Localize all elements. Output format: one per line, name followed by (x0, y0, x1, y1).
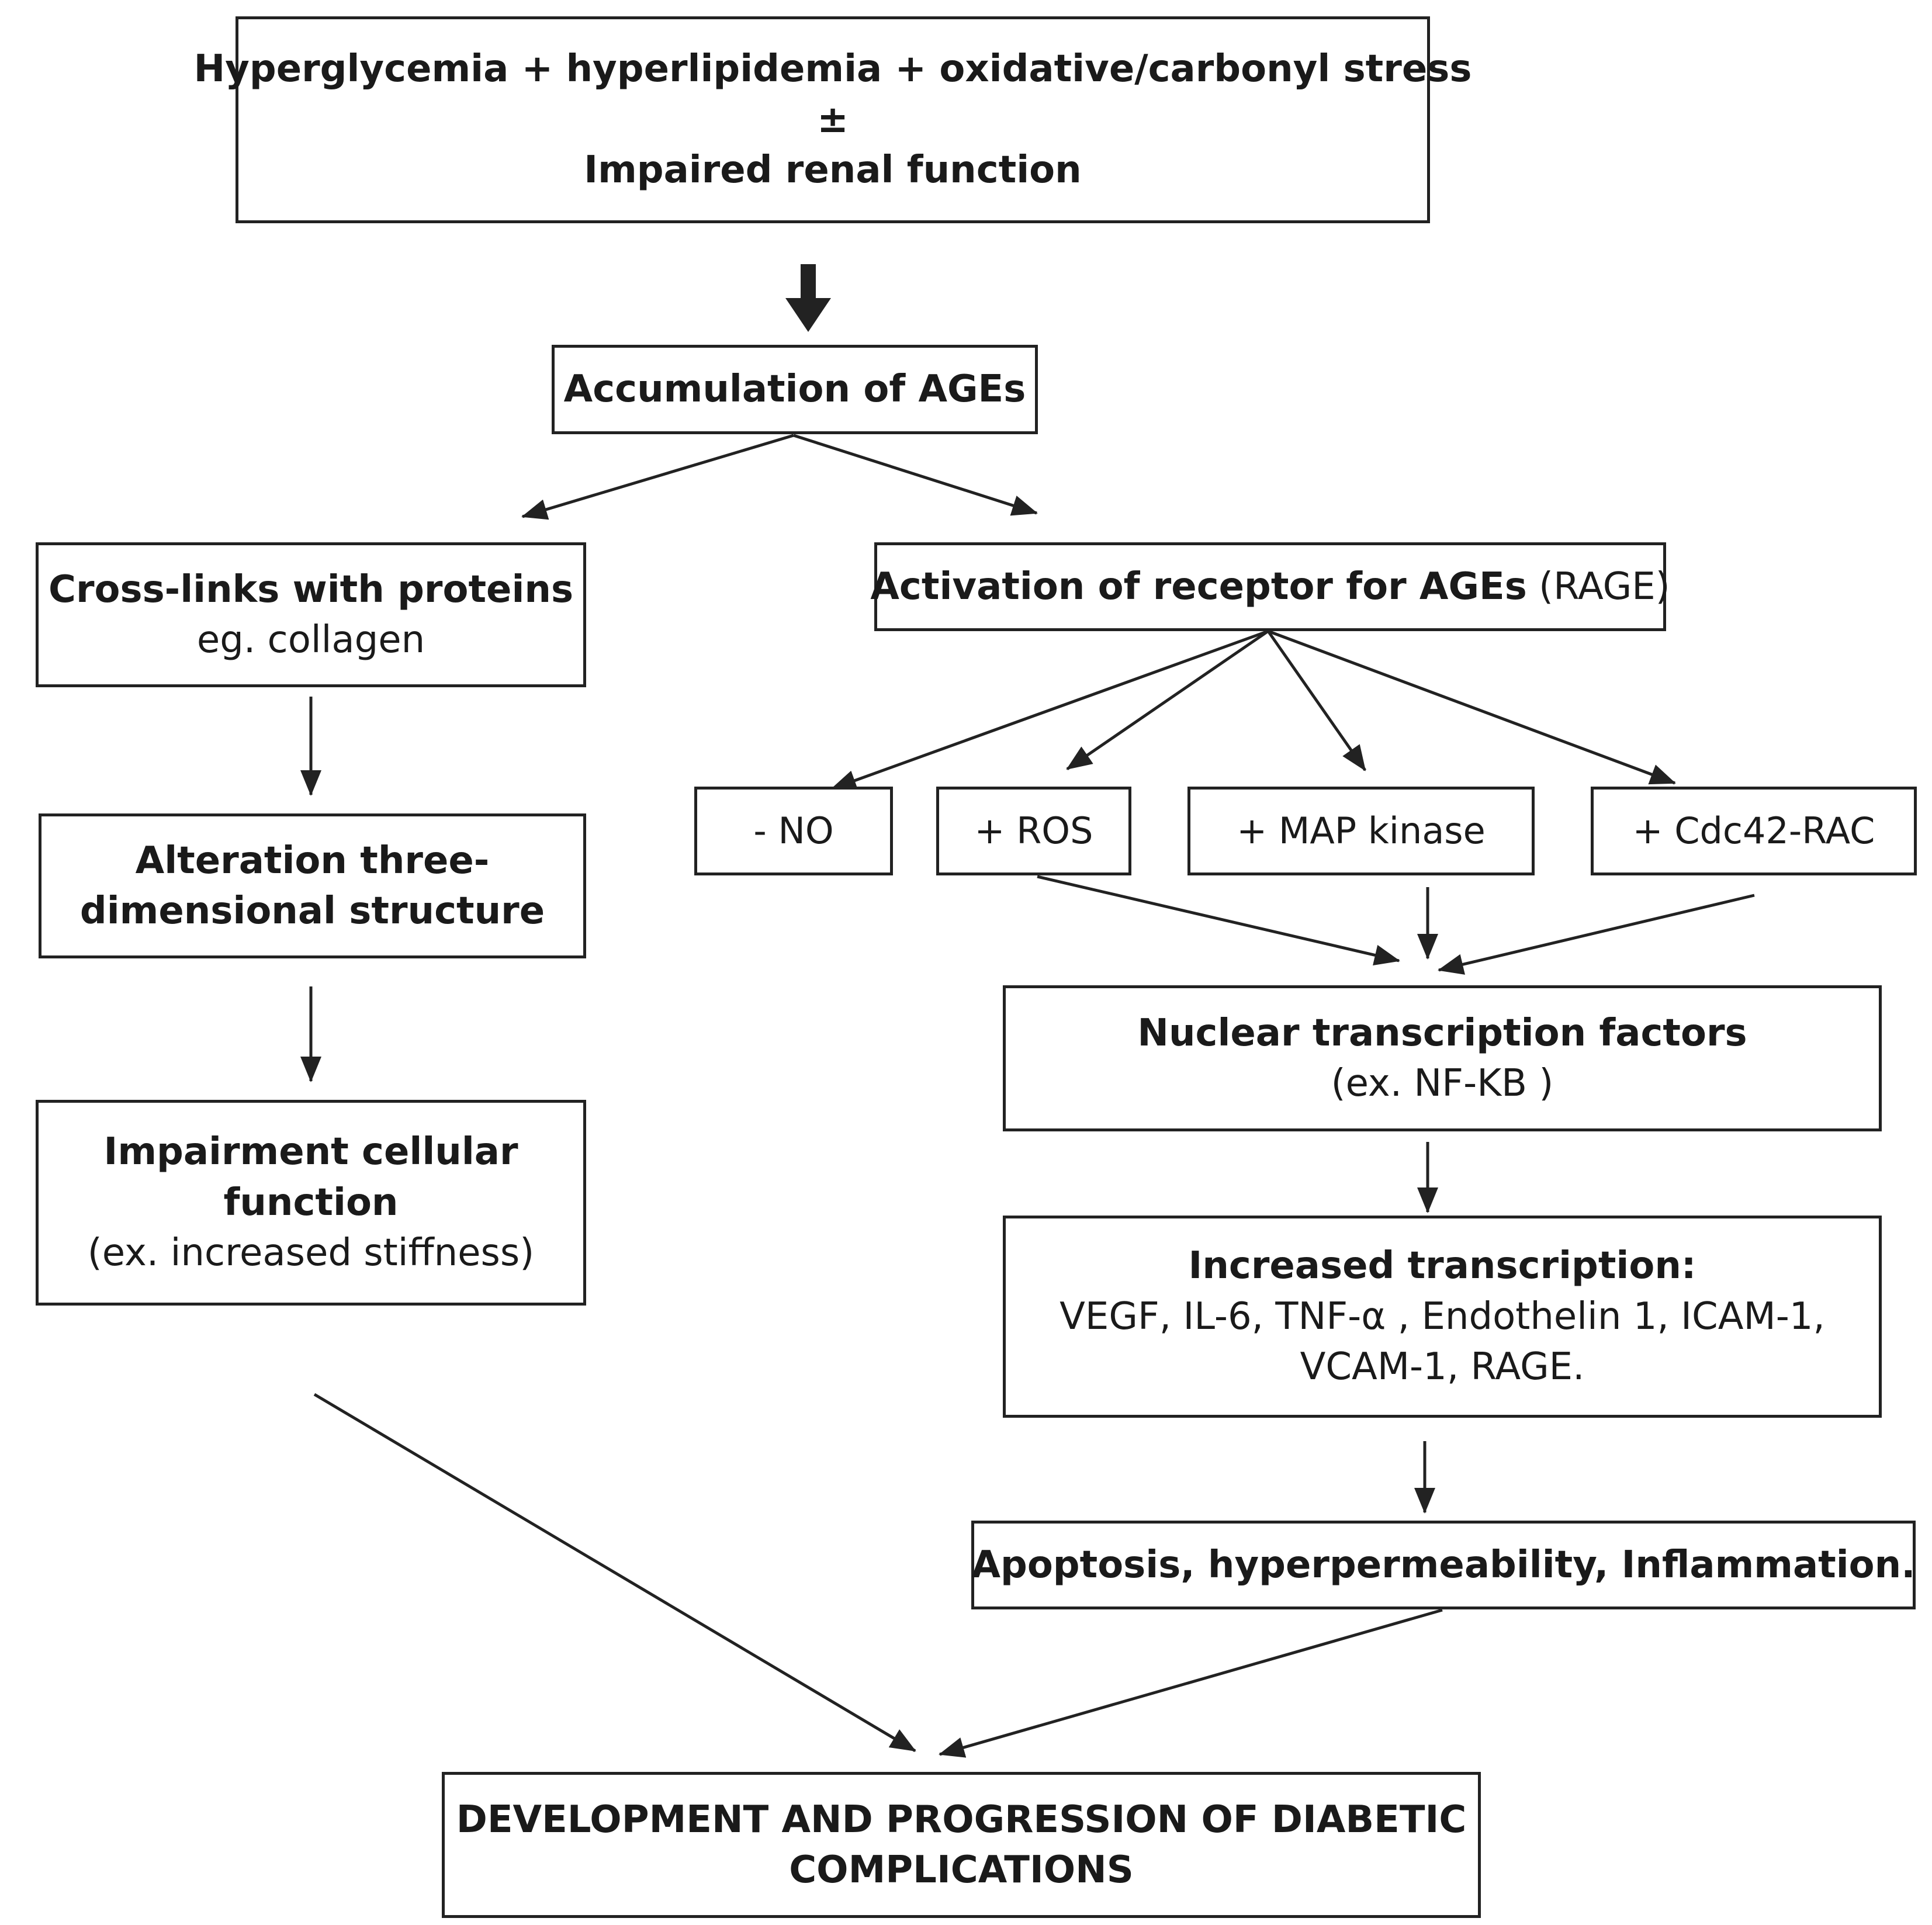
top-box-line2: ± (817, 98, 849, 141)
arrow-ages-to-rage (793, 434, 1038, 516)
ros-box: + ROS (936, 787, 1131, 875)
map-box: + MAP kinase (1187, 787, 1535, 875)
ages-box-label: Accumulation of AGEs (563, 368, 1026, 411)
final-box: DEVELOPMENT AND PROGRESSION OF DIABETIC … (442, 1772, 1481, 1918)
arrow-impairment-to-final (313, 1393, 916, 1753)
transcription-box-line2: VEGF, IL-6, TNF-α , Endothelin 1, ICAM-1… (1060, 1294, 1825, 1338)
crosslinks-box-line1: Cross-links with proteins (48, 567, 574, 611)
top-box: Hyperglycemia + hyperlipidemia + oxidati… (194, 16, 1471, 223)
alteration-box: Alteration three- dimensional structure (39, 813, 586, 958)
final-box-line1: DEVELOPMENT AND PROGRESSION OF DIABETIC (456, 1798, 1467, 1841)
nuclear-box-line2: (ex. NF-KB ) (1331, 1062, 1554, 1105)
crosslinks-box-line2: eg. collagen (196, 618, 425, 662)
crosslinks-box: Cross-links with proteins eg. collagen (36, 542, 586, 687)
bold-down-arrow (785, 264, 831, 332)
rage-box-label: Activation of receptor for AGEs (870, 565, 1527, 608)
ages-box: Accumulation of AGEs (552, 345, 1038, 434)
apoptosis-box: Apoptosis, hyperpermeability, Inflammati… (971, 1521, 1916, 1609)
alteration-box-line2: dimensional structure (79, 889, 545, 933)
arrow-rage-to-no (830, 629, 1269, 791)
no-box-label: - NO (753, 809, 834, 853)
arrow-ros-to-nuclear (1037, 875, 1400, 966)
nuclear-box-line1: Nuclear transcription factors (1137, 1011, 1747, 1055)
impairment-box-line1: Impairment cellular (103, 1130, 518, 1174)
top-box-line1: Hyperglycemia + hyperlipidemia + oxidati… (193, 47, 1472, 91)
alteration-box-line1: Alteration three- (135, 839, 490, 882)
arrow-rage-to-cdc (1268, 629, 1676, 785)
top-box-line3: Impaired renal function (584, 148, 1082, 192)
transcription-box: Increased transcription: VEGF, IL-6, TNF… (1003, 1216, 1882, 1418)
impairment-box: Impairment cellular function (ex. increa… (36, 1100, 586, 1306)
transcription-box-line1: Increased transcription: (1188, 1244, 1696, 1288)
nuclear-box: Nuclear transcription factors (ex. NF-KB… (1003, 985, 1882, 1131)
arrow-ages-to-crosslinks (521, 434, 794, 520)
impairment-box-line3: (ex. increased stiffness) (87, 1231, 535, 1275)
arrow-cdc-to-nuclear (1438, 894, 1755, 975)
rage-box-label-wrap: Activation of receptor for AGEs (RAGE) (870, 562, 1670, 612)
cdc-box-label: + Cdc42-RAC (1632, 809, 1875, 853)
apoptosis-box-label: Apoptosis, hyperpermeability, Inflammati… (971, 1543, 1916, 1587)
impairment-box-line2: function (223, 1180, 399, 1224)
ros-box-label: + ROS (974, 809, 1093, 853)
transcription-box-line3: VCAM-1, RAGE. (1300, 1345, 1585, 1389)
arrow-rage-to-ros (1066, 629, 1269, 771)
arrow-apoptosis-to-final (939, 1608, 1443, 1758)
arrow-rage-to-map (1266, 630, 1367, 771)
no-box: - NO (694, 787, 893, 875)
cdc-box: + Cdc42-RAC (1591, 787, 1917, 875)
map-box-label: + MAP kinase (1237, 809, 1486, 853)
rage-box-suffix: (RAGE) (1539, 565, 1670, 608)
final-box-line2: COMPLICATIONS (789, 1848, 1134, 1892)
rage-box: Activation of receptor for AGEs (RAGE) (870, 542, 1670, 631)
